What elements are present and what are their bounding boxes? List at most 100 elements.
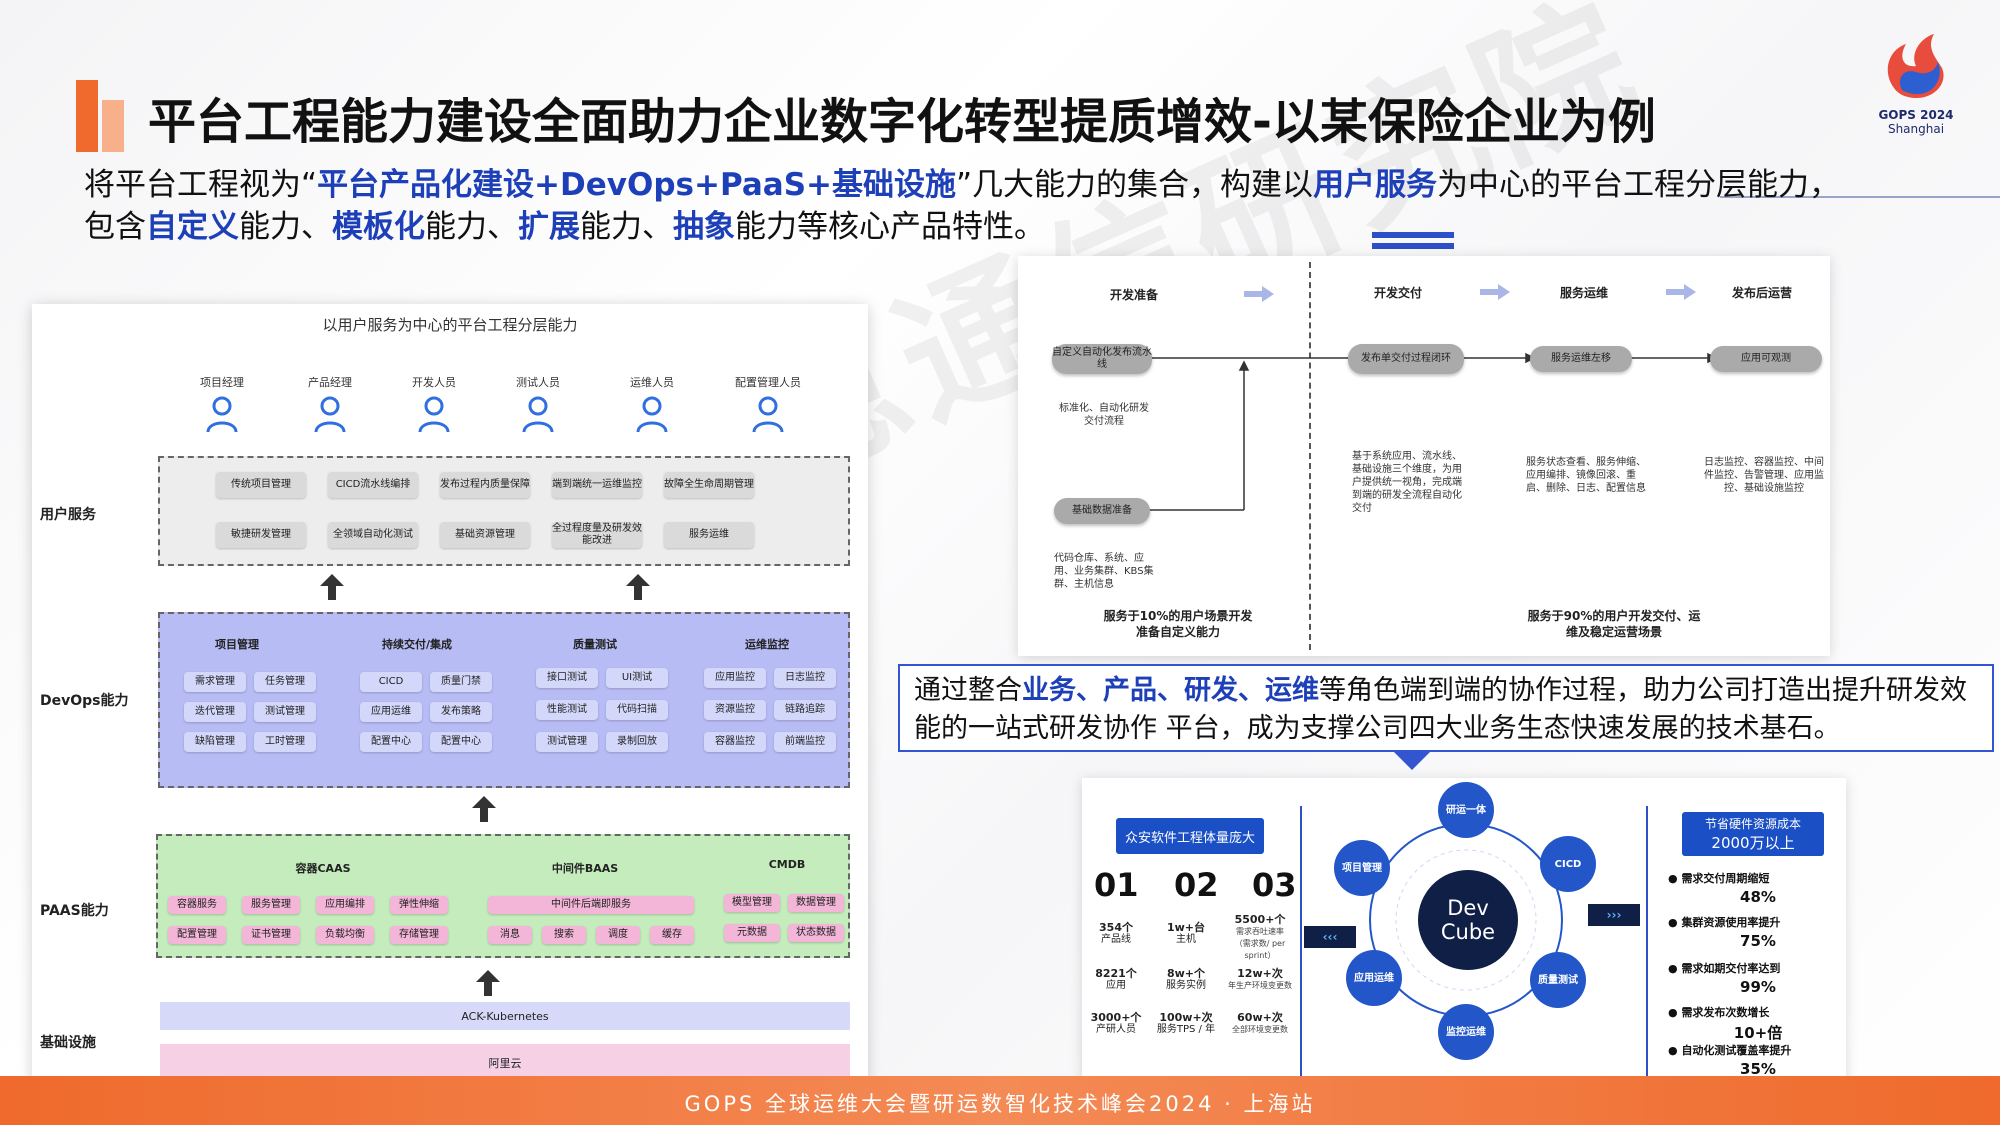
paas-item: 消息 [488, 926, 532, 944]
role-product-manager: 产品经理 [280, 374, 380, 434]
devops-item: 日志监控 [774, 668, 836, 688]
user-icon [418, 396, 450, 433]
stage-arrow-icon [1244, 286, 1274, 302]
devops-item: 配置中心 [430, 732, 492, 752]
infra-cloud-bar: 阿里云 [160, 1044, 850, 1082]
devcube-core: Dev Cube [1418, 870, 1518, 970]
user-service-item: 故障全生命周期管理 [664, 472, 754, 498]
user-icon [314, 396, 346, 433]
paas-item: 调度 [596, 926, 640, 944]
user-service-item: 全领域自动化测试 [328, 522, 418, 548]
devops-item: 工时管理 [254, 732, 316, 752]
paas-item: 状态数据 [788, 924, 844, 942]
stat-instances: 8w+个服务实例 [1166, 967, 1206, 992]
devops-item: 发布策略 [430, 702, 492, 722]
scale-col-number: 01 [1094, 866, 1139, 904]
node-cicd: CICD [1540, 836, 1596, 892]
layered-capability-diagram: 以用户服务为中心的平台工程分层能力 项目经理 产品经理 开发人员 测试人员 运维… [32, 304, 868, 1096]
note-base-data: 代码仓库、系统、应用、业务集群、KBS集群、主机信息 [1054, 553, 1154, 590]
footer-bar [0, 1076, 2000, 1125]
stat-all-changes: 60w+次全部环境变更数 [1232, 1011, 1288, 1035]
devops-item: 性能测试 [536, 700, 598, 720]
devops-item: UI测试 [606, 668, 668, 688]
node-devops-unified: 研运一体 [1438, 782, 1494, 838]
note-pipeline: 标准化、自动化研发交付流程 [1059, 403, 1149, 427]
paas-item: 缓存 [650, 926, 694, 944]
devops-item: 容器监控 [704, 732, 766, 752]
stage-prepare: 开发准备 [1110, 288, 1159, 302]
paas-item: 容器服务 [168, 896, 226, 914]
chevrons-left-icon: ‹‹‹ [1304, 926, 1356, 948]
logo-line1: GOPS 2024 [1878, 108, 1954, 122]
devops-item: 接口测试 [536, 668, 598, 688]
paas-item: 存储管理 [390, 926, 448, 944]
role-tester: 测试人员 [488, 374, 588, 434]
user-icon [636, 396, 668, 433]
paas-item: 模型管理 [724, 894, 780, 912]
stage-arrow-icon [1480, 284, 1510, 300]
layer-label-devops: DevOps能力 [40, 693, 129, 709]
stage-deliver: 开发交付 [1374, 286, 1423, 300]
paas-group-title: CMDB [768, 858, 806, 871]
devops-item: 录制回放 [606, 732, 668, 752]
stat-hosts: 1w+台主机 [1166, 921, 1206, 946]
divider-line [1646, 806, 1648, 1076]
stage-arrow-icon [1666, 284, 1696, 300]
user-service-item: 端到端统一运维监控 [552, 472, 642, 498]
user-service-item: 敏捷研发管理 [216, 522, 306, 548]
layer-label-infra: 基础设施 [40, 1035, 96, 1051]
note-release-loop: 基于系统应用、流水线、基础设施三个维度，为用户提供统一视角，完成端到端的研发全流… [1352, 451, 1462, 514]
diagram-title: 以用户服务为中心的平台工程分层能力 [322, 316, 578, 334]
up-arrow-icon [476, 970, 500, 996]
stage-post-release: 发布后运营 [1732, 286, 1793, 300]
stat-prod-changes: 12w+次年生产环境变更数 [1228, 967, 1292, 991]
up-arrow-icon [626, 574, 650, 600]
devops-item: 应用监控 [704, 668, 766, 688]
brand-bars-icon [76, 80, 130, 152]
savings-badge: 节省硬件资源成本 2000万以上 [1682, 812, 1824, 856]
devops-item: 测试管理 [254, 702, 316, 722]
devops-item: 缺陷管理 [184, 732, 246, 752]
paas-item: 证书管理 [242, 926, 300, 944]
paas-item: 配置管理 [168, 926, 226, 944]
summary-callout: 通过整合业务、产品、研发、运维等角色端到端的协作过程，助力公司打造出提升研发效能… [898, 664, 1994, 752]
flow-box-custom-pipeline: 自定义自动化发布流水线 [1052, 344, 1152, 374]
stage-divider [1309, 262, 1311, 650]
chevrons-right-icon: ››› [1588, 904, 1640, 926]
user-service-item: 全过程度量及研发效能改进 [552, 522, 642, 548]
callout-pointer-icon [1392, 750, 1432, 770]
user-service-item: 服务运维 [664, 522, 754, 548]
node-quality-testing: 质量测试 [1530, 952, 1586, 1008]
devops-group-title: 运维监控 [745, 638, 789, 651]
stage-operate: 服务运维 [1560, 286, 1609, 300]
devops-item: CICD [360, 672, 422, 692]
devops-group-title: 持续交付/集成 [381, 638, 453, 651]
footnote-deliver: 服务于90%的用户开发交付、运维及稳定运营场景 [1527, 609, 1701, 639]
paas-item: 弹性伸缩 [390, 896, 448, 914]
role-project-manager: 项目经理 [172, 374, 272, 434]
devops-item: 测试管理 [536, 732, 598, 752]
user-service-item: 传统项目管理 [216, 472, 306, 498]
stat-tps: 100w+次服务TPS / 年 [1156, 1011, 1216, 1036]
devops-item: 迭代管理 [184, 702, 246, 722]
user-service-item: CICD流水线编排 [328, 472, 418, 498]
paas-item: 搜索 [542, 926, 586, 944]
divider-line [1300, 806, 1302, 1076]
devops-item: 前端监控 [774, 732, 836, 752]
layer-label-user: 用户服务 [40, 507, 96, 523]
header-rule [1720, 196, 2000, 198]
stat-product-lines: 354个产品线 [1099, 921, 1133, 946]
devops-group-title: 项目管理 [215, 638, 259, 651]
footnote-prepare: 服务于10%的用户场景开发准备自定义能力 [1103, 609, 1253, 639]
devops-group-title: 质量测试 [573, 638, 617, 651]
user-icon [752, 396, 784, 433]
paas-group-title: 容器CAAS [295, 862, 351, 875]
role-ops: 运维人员 [602, 374, 702, 434]
flow-box-release-loop: 发布单交付过程闭环 [1348, 344, 1464, 374]
user-icon [522, 396, 554, 433]
user-service-item: 基础资源管理 [440, 522, 530, 548]
infra-k8s-bar: ACK-Kubernetes [160, 1002, 850, 1030]
footer-text: GOPS 全球运维大会暨研运数智化技术峰会2024 · 上海站 [684, 1092, 1316, 1116]
